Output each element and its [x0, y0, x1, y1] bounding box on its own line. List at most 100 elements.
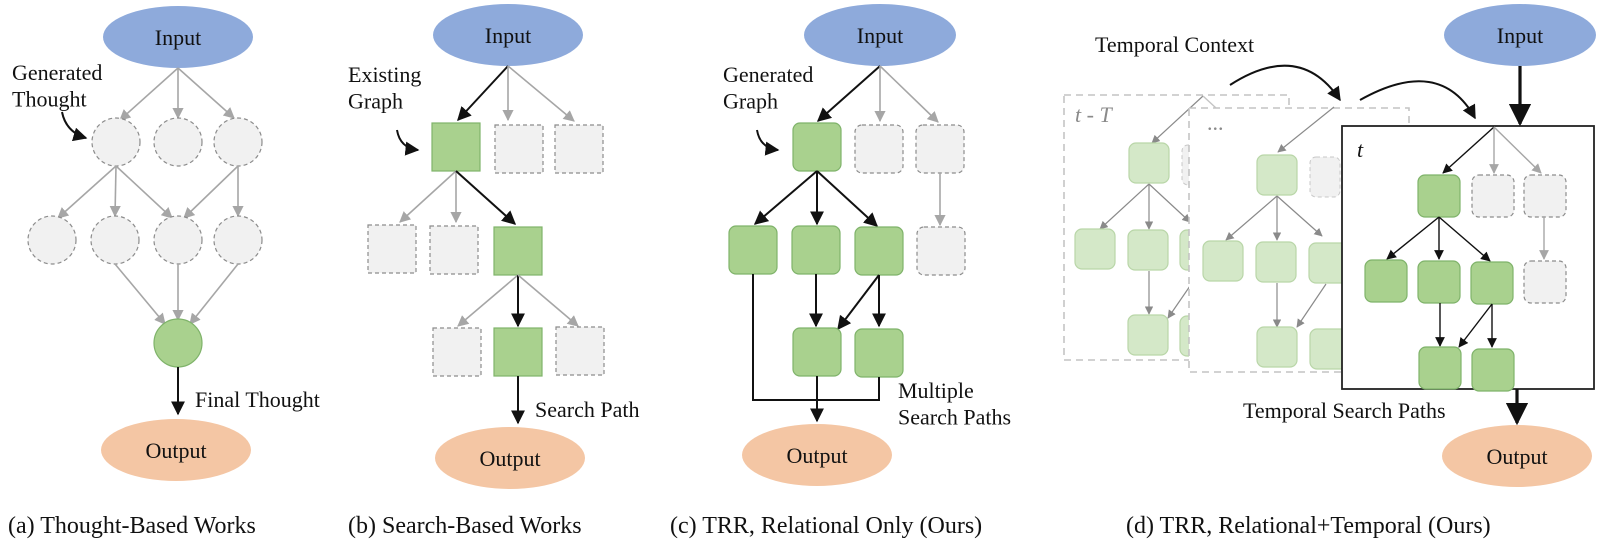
frame-middle-label: ... [1207, 110, 1224, 135]
edge-arrow [1148, 183, 1191, 223]
output-node-label: Output [1486, 444, 1547, 469]
output-node-label: Output [145, 438, 206, 463]
edge-arrow [1167, 285, 1191, 319]
thought-node [153, 215, 203, 265]
caption-b: (b) Search-Based Works [348, 513, 582, 539]
edge-arrow [1099, 183, 1150, 230]
graph-node [429, 225, 479, 275]
output-node [742, 424, 892, 486]
edge-arrow [57, 165, 117, 219]
input-node [1444, 4, 1596, 66]
frame-current-label: t [1357, 137, 1364, 162]
edge-arrow [1296, 283, 1327, 328]
edge-arrow [119, 67, 179, 121]
graph-node [494, 124, 544, 174]
input-node-label: Input [485, 23, 531, 48]
graph-node [915, 124, 965, 174]
context-arrow-1 [1229, 64, 1341, 102]
frame-current [1341, 125, 1595, 390]
caption-d: (d) TRR, Relational+Temporal (Ours) [1126, 513, 1491, 539]
edge-arrow [753, 170, 818, 225]
edge-arrow [189, 263, 239, 325]
graph-node-active [791, 225, 841, 275]
temporal-search-paths-label: Temporal Search Paths [1243, 398, 1446, 423]
output-node [101, 419, 251, 481]
graph-node-faded [1127, 229, 1169, 271]
graph-node [1523, 260, 1567, 304]
thought-node [91, 117, 141, 167]
frame-past-label: t - T [1075, 102, 1113, 127]
edge-arrow [457, 274, 519, 327]
graph-node-active [1417, 260, 1461, 304]
output-node-label: Output [786, 443, 847, 468]
edge-arrow [879, 65, 939, 123]
edge-arrow [109, 165, 121, 218]
graph-node-active [493, 226, 543, 276]
graph-node-active [792, 327, 842, 377]
graph-node-active [1417, 174, 1461, 218]
edge-arrow [1458, 303, 1493, 348]
graph-node-faded-inactive [1309, 156, 1341, 198]
generated-graph-pointer [756, 129, 780, 156]
edge-arrow [1277, 106, 1335, 153]
graph-node [1471, 174, 1515, 218]
input-node [103, 6, 253, 68]
graph-node [1523, 174, 1567, 218]
edge-arrow [507, 65, 575, 122]
graph-node-faded [1256, 326, 1298, 368]
edge-arrow [114, 263, 166, 325]
graph-node-active [1471, 348, 1515, 392]
temporal-context-label: Temporal Context [1095, 32, 1254, 57]
input-node [804, 4, 956, 66]
final-thought-node [153, 318, 203, 368]
thought-node [213, 215, 263, 265]
edge-arrow [816, 65, 881, 122]
graph-node-active [854, 328, 904, 378]
graph-node [555, 326, 605, 376]
thought-node [213, 117, 263, 167]
edge-arrow [1151, 95, 1204, 144]
edge-arrow [183, 165, 239, 219]
caption-a: (a) Thought-Based Works [8, 513, 256, 539]
graph-node-faded [1127, 314, 1169, 356]
graph-node-active [1364, 259, 1408, 303]
graph-node-faded [1256, 154, 1298, 196]
thought-node [27, 215, 77, 265]
graph-node-active [728, 225, 778, 275]
graph-node-faded [1202, 240, 1244, 282]
graph-node [916, 226, 966, 276]
graph-node-active [792, 122, 842, 172]
input-node [433, 4, 583, 66]
output-node [1442, 425, 1592, 487]
edge-arrow [455, 170, 517, 225]
graph-node-active [431, 122, 481, 172]
graph-node-active [1470, 261, 1514, 305]
output-node [435, 427, 585, 489]
frame-fold [1202, 95, 1217, 109]
edge-arrow [1438, 216, 1491, 262]
edge-arrow [816, 170, 879, 227]
edge-arrow [177, 67, 235, 119]
caption-c: (c) TRR, Relational Only (Ours) [670, 513, 982, 539]
graph-node-faded [1255, 241, 1297, 283]
edge-arrow [1493, 126, 1542, 174]
final-thought-label: Final Thought [195, 387, 320, 412]
edge-arrow [1442, 126, 1495, 174]
existing-graph-pointer [396, 129, 420, 156]
edge-arrow [517, 274, 579, 327]
edge-arrow [1276, 195, 1323, 237]
generated-thought-pointer [61, 111, 88, 142]
search-path-label: Search Path [535, 397, 639, 422]
thought-node [90, 215, 140, 265]
edge-arrow [1225, 195, 1278, 241]
graph-node [432, 327, 482, 377]
input-node-label: Input [857, 23, 903, 48]
graph-node [554, 124, 604, 174]
